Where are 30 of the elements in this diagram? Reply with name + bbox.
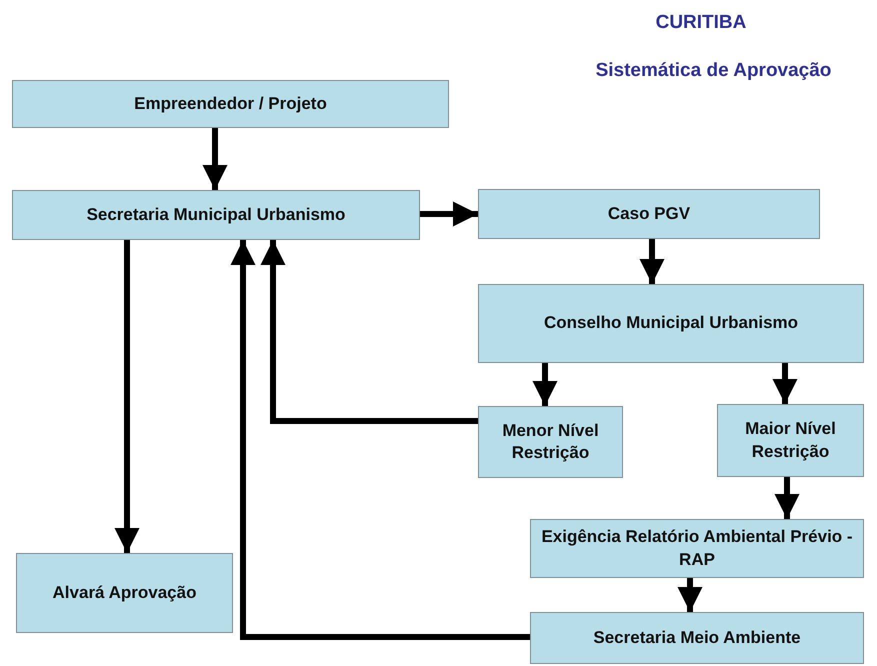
arrow — [772, 363, 798, 404]
process-box — [478, 189, 820, 239]
box-label: Menor Nível Restrição — [501, 420, 600, 464]
box-label: Secretaria Meio Ambiente — [592, 626, 802, 649]
process-box — [12, 190, 420, 240]
box-label: Exigência Relatório Ambiental Prévio - RAP — [540, 526, 854, 570]
process-box — [530, 519, 864, 578]
process-box — [530, 612, 864, 664]
box-label: Maior Nível Restrição — [744, 418, 837, 462]
box-label: Alvará Aprovação — [52, 582, 198, 604]
arrow — [114, 240, 140, 553]
arrow — [260, 240, 478, 424]
arrow — [639, 239, 665, 284]
process-box — [478, 406, 623, 478]
arrow — [532, 363, 558, 406]
process-box — [16, 553, 233, 633]
box-label: Conselho Municipal Urbanismo — [542, 312, 800, 334]
arrow — [230, 240, 530, 640]
arrow — [420, 201, 478, 227]
box-label: Secretaria Municipal Urbanismo — [86, 204, 346, 226]
process-box — [12, 80, 449, 128]
box-label: Caso PGV — [606, 202, 692, 225]
arrow — [202, 128, 228, 190]
process-box — [478, 284, 864, 363]
arrow — [677, 578, 703, 612]
process-box — [717, 404, 864, 477]
title: CURITIBA — [654, 12, 748, 34]
box-label: Empreendedor / Projeto — [133, 92, 328, 115]
subtitle: Sistemática de Aprovação — [594, 60, 832, 82]
arrow — [774, 477, 800, 519]
